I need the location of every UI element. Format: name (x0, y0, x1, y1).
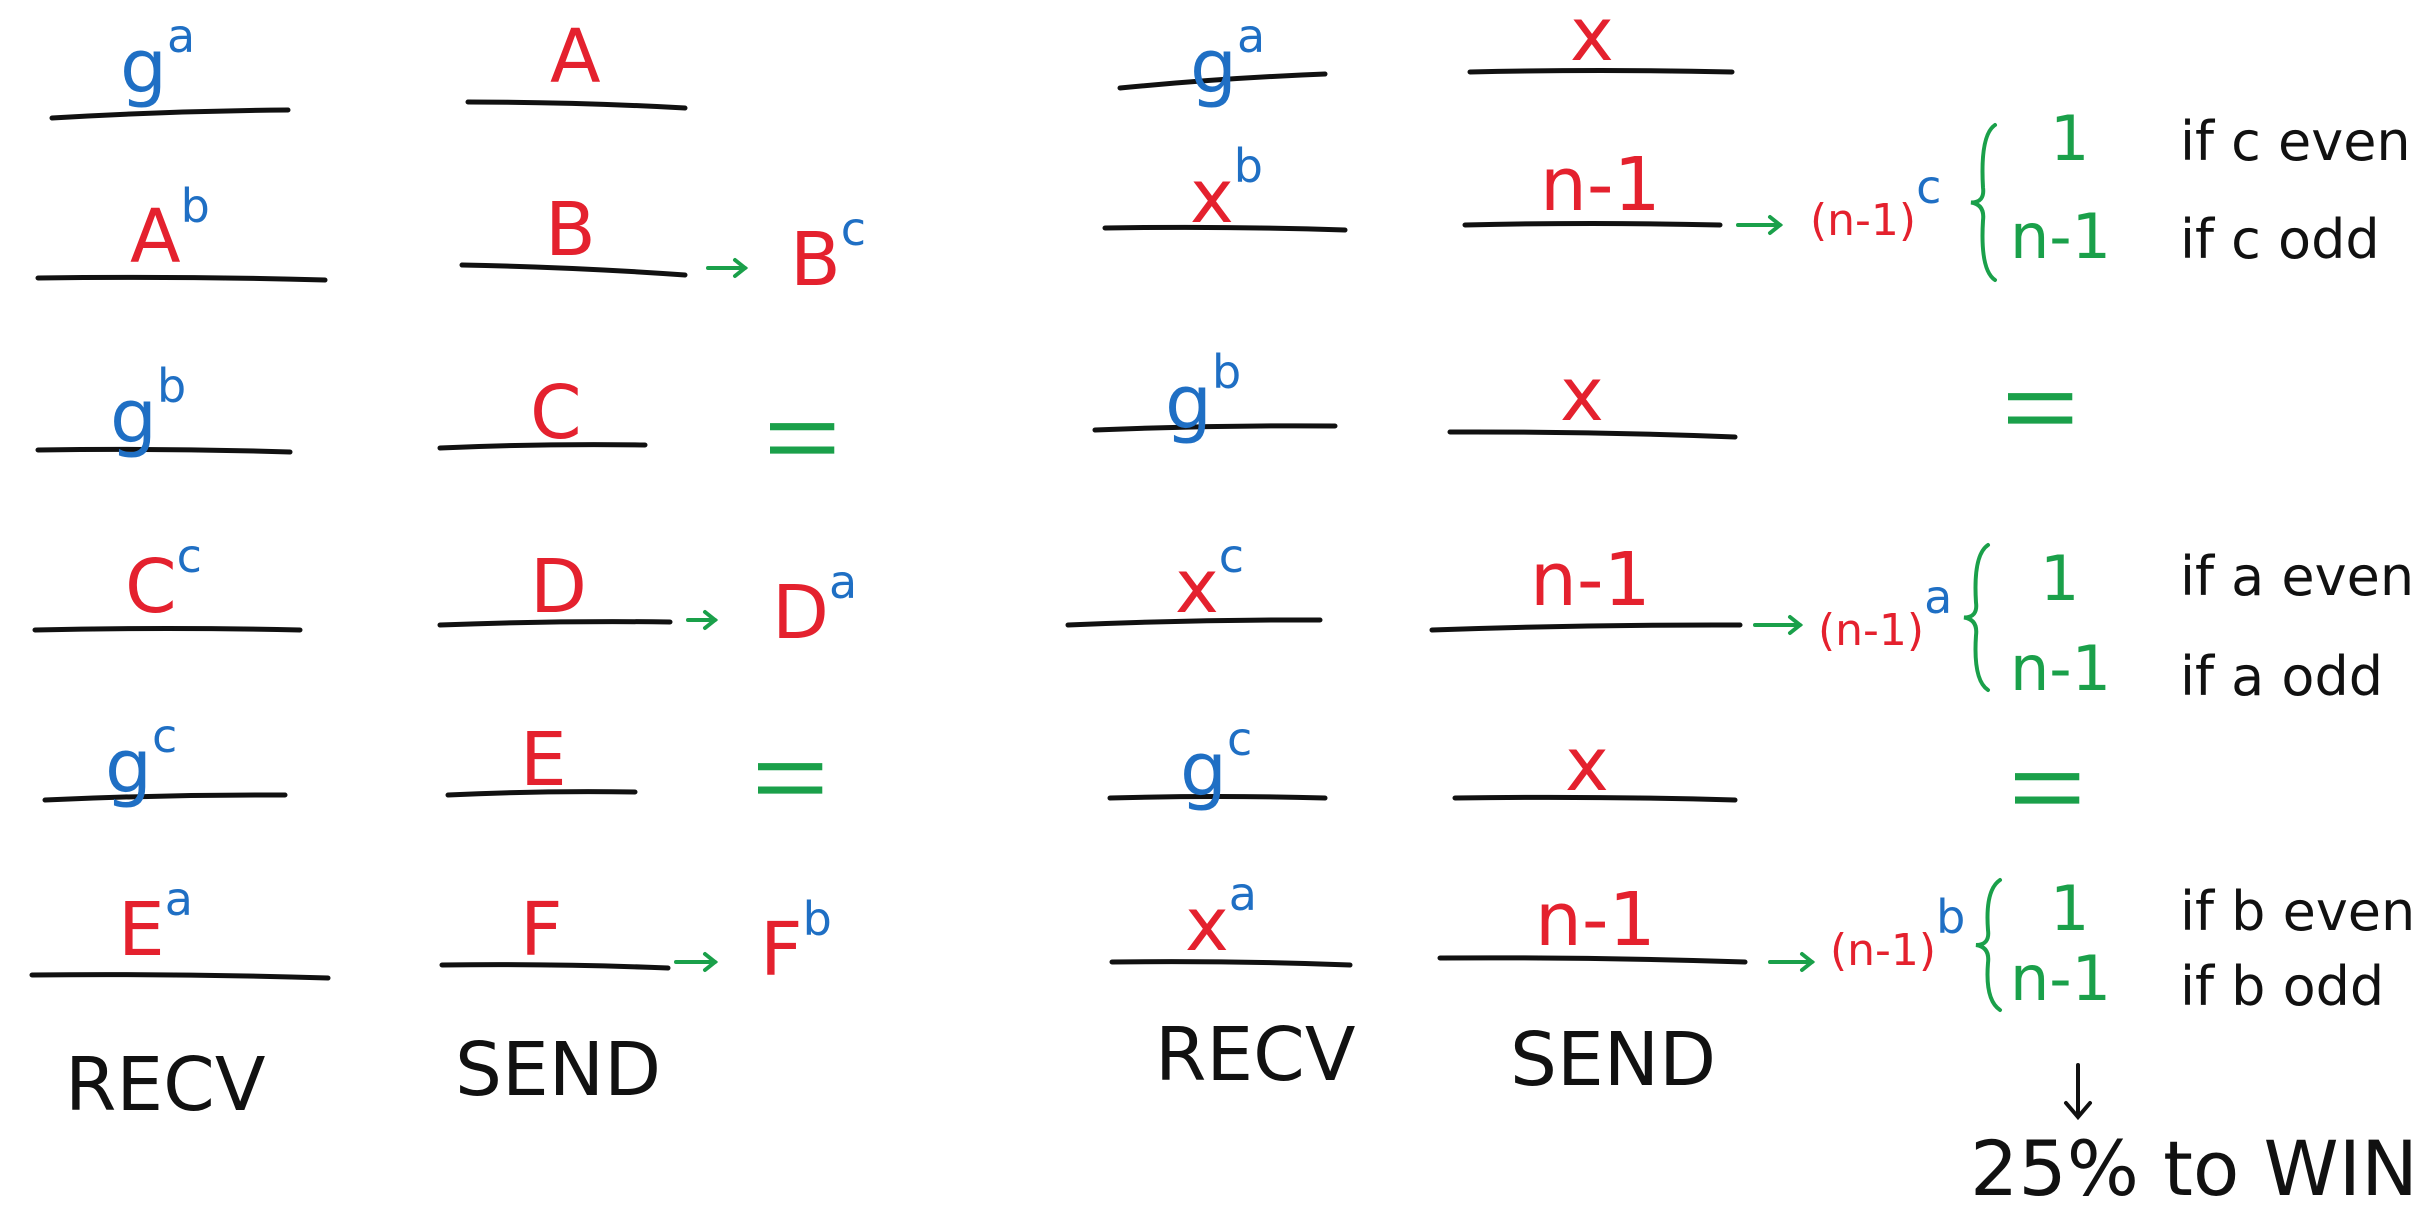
right-equals-2: || (2014, 765, 2088, 812)
underline (1092, 423, 1338, 433)
underline (445, 789, 638, 798)
down-arrow-head (2064, 1101, 2092, 1121)
underline (437, 442, 648, 451)
right-power-a-top-value: 1 (2040, 542, 2079, 615)
underline (1109, 959, 1353, 968)
arrow-head (1800, 952, 1816, 972)
underline (437, 619, 673, 628)
right-recv-label: RECV (1155, 1012, 1356, 1098)
right-recv-2: xb (1190, 139, 1263, 240)
right-equals-1: || (2007, 385, 2081, 432)
left-recv-3: gb (110, 359, 186, 460)
left-result-fb: Fb (760, 892, 832, 993)
arrow-head (703, 952, 719, 972)
underline (35, 274, 328, 283)
right-power-b: (n-1)b (1830, 890, 1965, 976)
right-power-c: (n-1)c (1810, 160, 1941, 246)
left-result-da: Da (772, 555, 857, 656)
right-power-a-top-note: if a even (2180, 545, 2414, 608)
underline (465, 99, 688, 111)
right-recv-3: gb (1165, 345, 1241, 446)
braces (1963, 123, 2002, 1012)
right-power-a: (n-1)a (1818, 570, 1952, 656)
underline (1065, 617, 1323, 628)
right-power-a-bottom-note: if a odd (2180, 645, 2383, 708)
left-send-4: D (530, 544, 587, 630)
right-power-c-bottom-value: n-1 (2010, 200, 2111, 273)
underline (1107, 794, 1328, 801)
right-recv-5: gc (1180, 712, 1252, 813)
right-recv-6: xa (1185, 867, 1257, 968)
left-recv-6: Ea (118, 872, 193, 973)
underline (1447, 429, 1738, 440)
curly-brace (1975, 878, 2002, 1012)
left-send-3: C (530, 370, 582, 456)
conclusion-text: 25% to WIN! (1970, 1124, 2420, 1213)
right-power-c-top-value: 1 (2050, 102, 2089, 175)
underline (1467, 68, 1735, 75)
underline (1452, 794, 1738, 803)
underline (49, 107, 291, 121)
arrow-head (1768, 215, 1784, 235)
left-send-2: B (545, 187, 596, 273)
right-send-label: SEND (1510, 1017, 1716, 1103)
left-send-1: A (550, 14, 601, 100)
right-power-c-top-note: if c even (2180, 110, 2411, 173)
right-power-a-bottom-value: n-1 (2010, 632, 2111, 705)
arrow-head (703, 610, 719, 630)
left-result-bc: Bc (790, 202, 866, 303)
underlines (29, 68, 1748, 981)
underline (42, 792, 288, 803)
left-recv-4: Cc (125, 529, 202, 630)
right-power-b-top-value: 1 (2050, 872, 2089, 945)
right-power-b-bottom-note: if b odd (2180, 955, 2384, 1018)
underline (1462, 221, 1723, 228)
left-equals-1: || (769, 415, 843, 462)
right-power-b-top-note: if b even (2180, 880, 2415, 943)
curly-brace (1963, 543, 1990, 692)
curly-brace (1970, 123, 1997, 282)
underline (439, 962, 671, 971)
right-send-4: n-1 (1530, 537, 1651, 623)
underline (29, 972, 331, 981)
underline (1102, 224, 1348, 233)
underline (35, 446, 293, 455)
left-recv-1: ga (120, 9, 195, 110)
right-send-5: x (1565, 722, 1609, 808)
right-send-3: x (1560, 352, 1604, 438)
left-send-label: SEND (455, 1027, 661, 1113)
right-power-b-bottom-value: n-1 (2010, 942, 2111, 1015)
arrow-head (733, 258, 749, 278)
underline (32, 626, 303, 633)
left-equals-2: || (757, 755, 831, 802)
underline (459, 262, 688, 278)
left-send-6: F (520, 887, 563, 973)
underline (1437, 955, 1748, 965)
right-send-2: n-1 (1540, 142, 1661, 228)
arrows (674, 215, 2092, 1121)
left-recv-5: gc (105, 709, 177, 810)
arrow-head (1788, 615, 1804, 635)
left-recv-2: Ab (130, 179, 210, 280)
right-send-6: n-1 (1535, 877, 1656, 963)
underline (1117, 71, 1328, 91)
underline (1429, 622, 1743, 633)
right-recv-4: xc (1175, 529, 1244, 630)
right-power-c-bottom-note: if c odd (2180, 208, 2380, 271)
left-send-5: E (520, 717, 567, 803)
left-recv-label: RECV (65, 1042, 266, 1128)
right-recv-1: ga (1190, 9, 1265, 110)
right-send-1: x (1570, 0, 1614, 78)
